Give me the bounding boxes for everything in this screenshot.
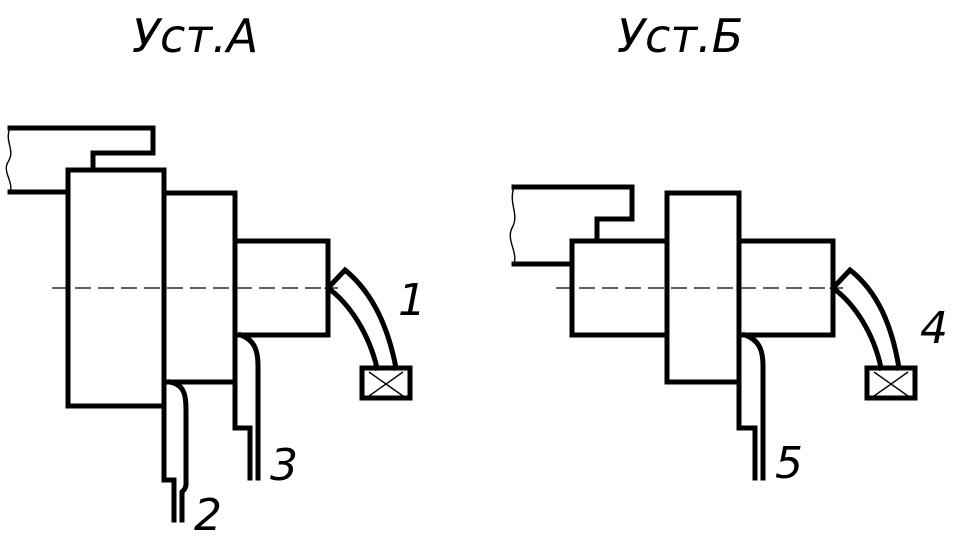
setup-b-chuck: [511, 184, 635, 244]
setup-b-title: Уст.Б: [617, 9, 743, 63]
setup-b-tool-4-lower: [829, 284, 884, 371]
setup-b-tool-4-cross: [873, 371, 909, 397]
setup-a-tool-2-right: [167, 379, 189, 523]
setup-b: Уст.Б 4 5: [509, 9, 948, 489]
setup-a-break-line: [5, 127, 12, 193]
setup-a-tool-1-holder: [359, 365, 413, 401]
setup-a-tool-1-label: 1: [398, 275, 426, 326]
setup-b-break-line: [509, 186, 516, 265]
setup-b-tool-4-holder: [864, 365, 918, 401]
setup-a: Уст.А 1 2 3: [5, 9, 426, 541]
setup-a-tool-1-upper: [324, 266, 399, 371]
setup-b-tool-5-right: [741, 331, 766, 481]
setup-a-chuck: [7, 125, 156, 173]
setup-a-tool-3-left: [232, 379, 253, 481]
setup-b-tool-5-left: [736, 379, 758, 481]
setup-a-tool-2-label: 2: [194, 490, 222, 541]
setup-a-tool-2-left: [161, 403, 177, 523]
setup-a-title: Уст.А: [132, 9, 258, 63]
setup-b-tool-4-upper: [829, 266, 902, 371]
setup-a-tool-1-cross: [368, 371, 404, 397]
setup-b-tool-5-label: 5: [775, 438, 803, 489]
setup-a-tool-1-lower: [324, 284, 381, 372]
setup-b-tool-4-label: 4: [920, 303, 948, 354]
setup-a-tool-3-right: [237, 331, 261, 481]
setup-a-tool-3-label: 3: [270, 440, 298, 491]
